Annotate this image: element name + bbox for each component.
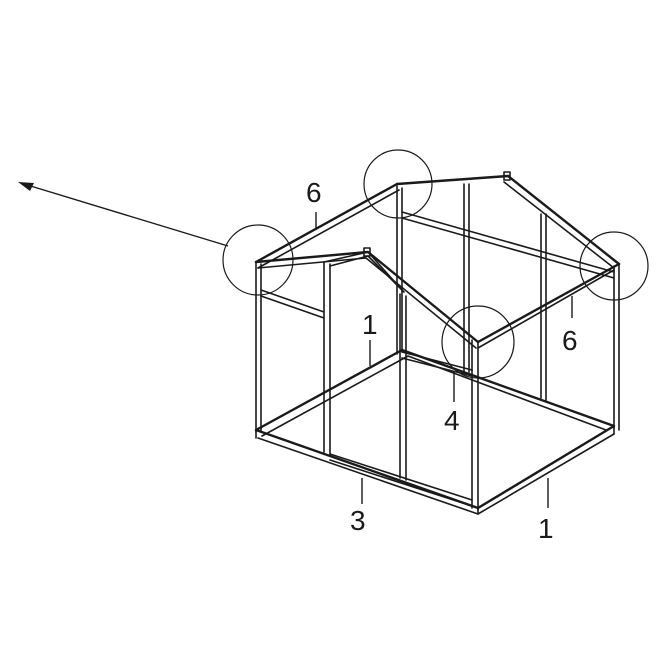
roof-ridges — [254, 171, 621, 349]
callout-leaders — [315, 212, 573, 508]
roof-front-gable — [254, 247, 480, 349]
floor-frame — [254, 348, 616, 515]
callout-roof-left: 6 — [306, 177, 322, 208]
callout-roof-right: 6 — [562, 325, 578, 356]
callout-floor-front: 3 — [350, 505, 366, 536]
vertical-posts — [255, 183, 620, 511]
detail-circle-left — [222, 224, 294, 296]
direction-arrow — [18, 182, 229, 247]
callout-door-frame: 1 — [362, 309, 378, 340]
callout-floor-right: 1 — [538, 513, 554, 544]
horizontal-rails — [260, 211, 615, 377]
detail-circle-top — [363, 149, 433, 219]
callout-center-post: 4 — [444, 405, 460, 436]
